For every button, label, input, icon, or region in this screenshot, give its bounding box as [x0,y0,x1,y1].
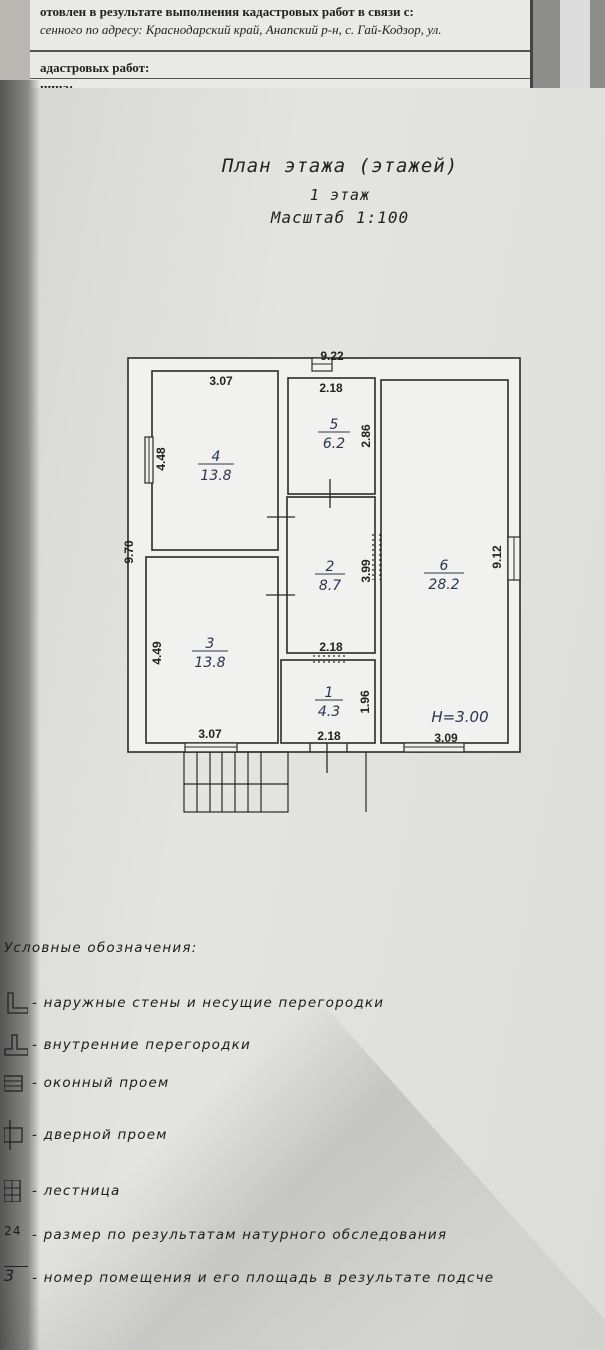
legend-label: - оконный проем [32,1075,170,1091]
dimension-label: 3.07 [209,374,233,388]
room-label-3: 313.8 [192,636,228,671]
header-line: отовлен в результате выполнения кадастро… [40,4,414,19]
dimension-label: 3.09 [434,731,458,745]
dimension-label: 3.99 [359,559,373,583]
svg-text:8.7: 8.7 [319,578,341,594]
header-address: сенного по адресу: Краснодарский край, А… [40,22,442,37]
svg-text:13.8: 13.8 [200,468,231,484]
legend-label: - наружные стены и несущие перегородки [32,995,385,1011]
legend-label: - размер по результатам натурного обслед… [32,1227,448,1243]
svg-text:6.2: 6.2 [323,436,345,452]
legend-label: - номер помещения и его площадь в резуль… [32,1269,495,1286]
ceiling-height-label: H=3.00 [431,708,488,726]
header-line: адастровых работ: [40,60,150,75]
stairs [183,751,367,813]
svg-text:3: 3 [206,636,215,652]
dimension-left-total: 9.70 [122,540,136,564]
dimension-right-total: 9.12 [490,545,504,569]
exterior-wall-icon [7,992,28,1014]
svg-text:1: 1 [325,685,334,701]
room-4 [151,370,279,551]
door-marks [266,479,348,773]
underlying-document-header: отовлен в результате выполнения кадастро… [30,0,533,100]
svg-text:6: 6 [440,558,449,574]
room-2 [286,496,376,654]
svg-text:2: 2 [326,559,335,575]
dimension-label: 3.07 [198,727,222,741]
plan-scale: Масштаб 1:100 [270,208,410,227]
room-label-6: 628.2 [424,558,464,593]
room-5 [287,377,376,495]
door-icon [4,1120,23,1150]
dimension-label: 1.96 [358,690,372,714]
dimension-top-total: 9.22 [320,349,344,363]
dimension-icon: 24 [4,1224,22,1238]
svg-text:5: 5 [330,417,339,433]
dimension-label: 2.18 [319,640,343,654]
legend-label: - дверной проем [32,1127,168,1143]
room-label-5: 56.2 [318,417,350,452]
room-label-1: 14.3 [315,685,343,720]
plan-floor: 1 этаж [309,186,371,204]
dimension-label: 4.49 [150,641,164,665]
room-3 [145,556,279,744]
room-number-icon: 3 [4,1266,28,1289]
legend-label: - лестница [32,1183,121,1199]
svg-text:28.2: 28.2 [428,577,459,593]
interior-partition-icon [4,1034,28,1056]
legend-label: - внутренние перегородки [32,1037,251,1053]
background-page-edge [560,0,590,95]
stairs-icon [4,1180,21,1202]
svg-text:4.3: 4.3 [318,704,340,720]
room-1 [280,659,376,744]
dimension-label: 2.18 [317,729,341,743]
dimension-label: 4.48 [154,447,168,471]
legend: Условные обозначения: - наружные стены и… [4,940,604,1320]
dimension-label: 2.86 [359,424,373,448]
legend-title: Условные обозначения: [4,940,198,956]
room-label-2: 28.7 [315,559,345,594]
window-icon [4,1075,23,1092]
plan-title: План этажа (этажей) [221,155,459,177]
svg-text:4: 4 [212,449,221,465]
svg-text:13.8: 13.8 [194,655,225,671]
dimension-label: 2.18 [319,381,343,395]
room-label-4: 413.8 [198,449,234,484]
